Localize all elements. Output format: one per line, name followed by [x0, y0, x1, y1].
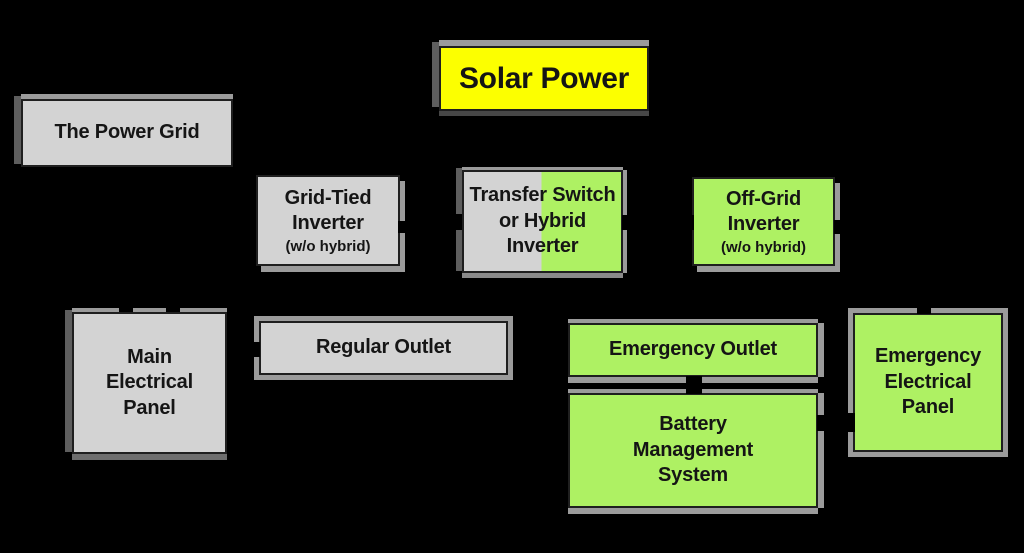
connector-stub-bms-right [817, 415, 826, 431]
connector-stub-emergency-panel-top [917, 306, 931, 314]
node-regular-outlet-label: Regular Outlet [316, 336, 451, 359]
node-solar-power: Solar Power [439, 46, 649, 111]
node-transfer-switch-label: Transfer Switch or Hybrid Inverter [469, 184, 616, 258]
node-main-electrical-panel-label: Main Electrical Panel [106, 345, 193, 419]
node-solar-power-label: Solar Power [458, 62, 630, 95]
node-battery-management-system: Battery Management System [568, 393, 818, 508]
connector-stub-grid-tied-right [398, 221, 409, 233]
connector-stub-transfer-left [450, 214, 462, 230]
node-power-grid-label: The Power Grid [54, 121, 200, 144]
connector-stub-off-grid-left [685, 215, 694, 230]
node-grid-tied-inverter-label: Grid-Tied Inverter [284, 186, 372, 235]
node-grid-tied-inverter-sublabel: (w/o hybrid) [285, 237, 371, 255]
node-power-grid: The Power Grid [21, 99, 233, 167]
node-regular-outlet: Regular Outlet [259, 321, 508, 375]
connector-stub-transfer-right [622, 215, 632, 230]
node-off-grid-inverter-label: Off-Grid Inverter [725, 187, 802, 236]
connector-stub-emergency-panel-left [846, 413, 855, 432]
node-grid-tied-inverter: Grid-Tied Inverter (w/o hybrid) [256, 175, 400, 266]
node-emergency-outlet-label: Emergency Outlet [609, 338, 777, 361]
connector-stub-off-grid-right [834, 220, 843, 234]
connector-stub-main-panel-top-right [166, 304, 180, 312]
node-emergency-electrical-panel: Emergency Electrical Panel [853, 313, 1003, 452]
node-emergency-outlet: Emergency Outlet [568, 323, 818, 377]
node-transfer-switch-hybrid-inverter: Transfer Switch or Hybrid Inverter [462, 170, 623, 273]
node-off-grid-inverter-sublabel: (w/o hybrid) [721, 238, 806, 256]
connector-stub-outlet-to-bms [686, 376, 702, 394]
node-main-electrical-panel: Main Electrical Panel [72, 312, 227, 454]
node-off-grid-inverter: Off-Grid Inverter (w/o hybrid) [692, 177, 835, 266]
node-emergency-electrical-panel-label: Emergency Electrical Panel [874, 345, 982, 419]
node-battery-management-system-label: Battery Management System [632, 413, 754, 487]
connector-stub-main-panel-top-left [119, 304, 133, 312]
connector-stub-regular-outlet-left [249, 342, 260, 357]
